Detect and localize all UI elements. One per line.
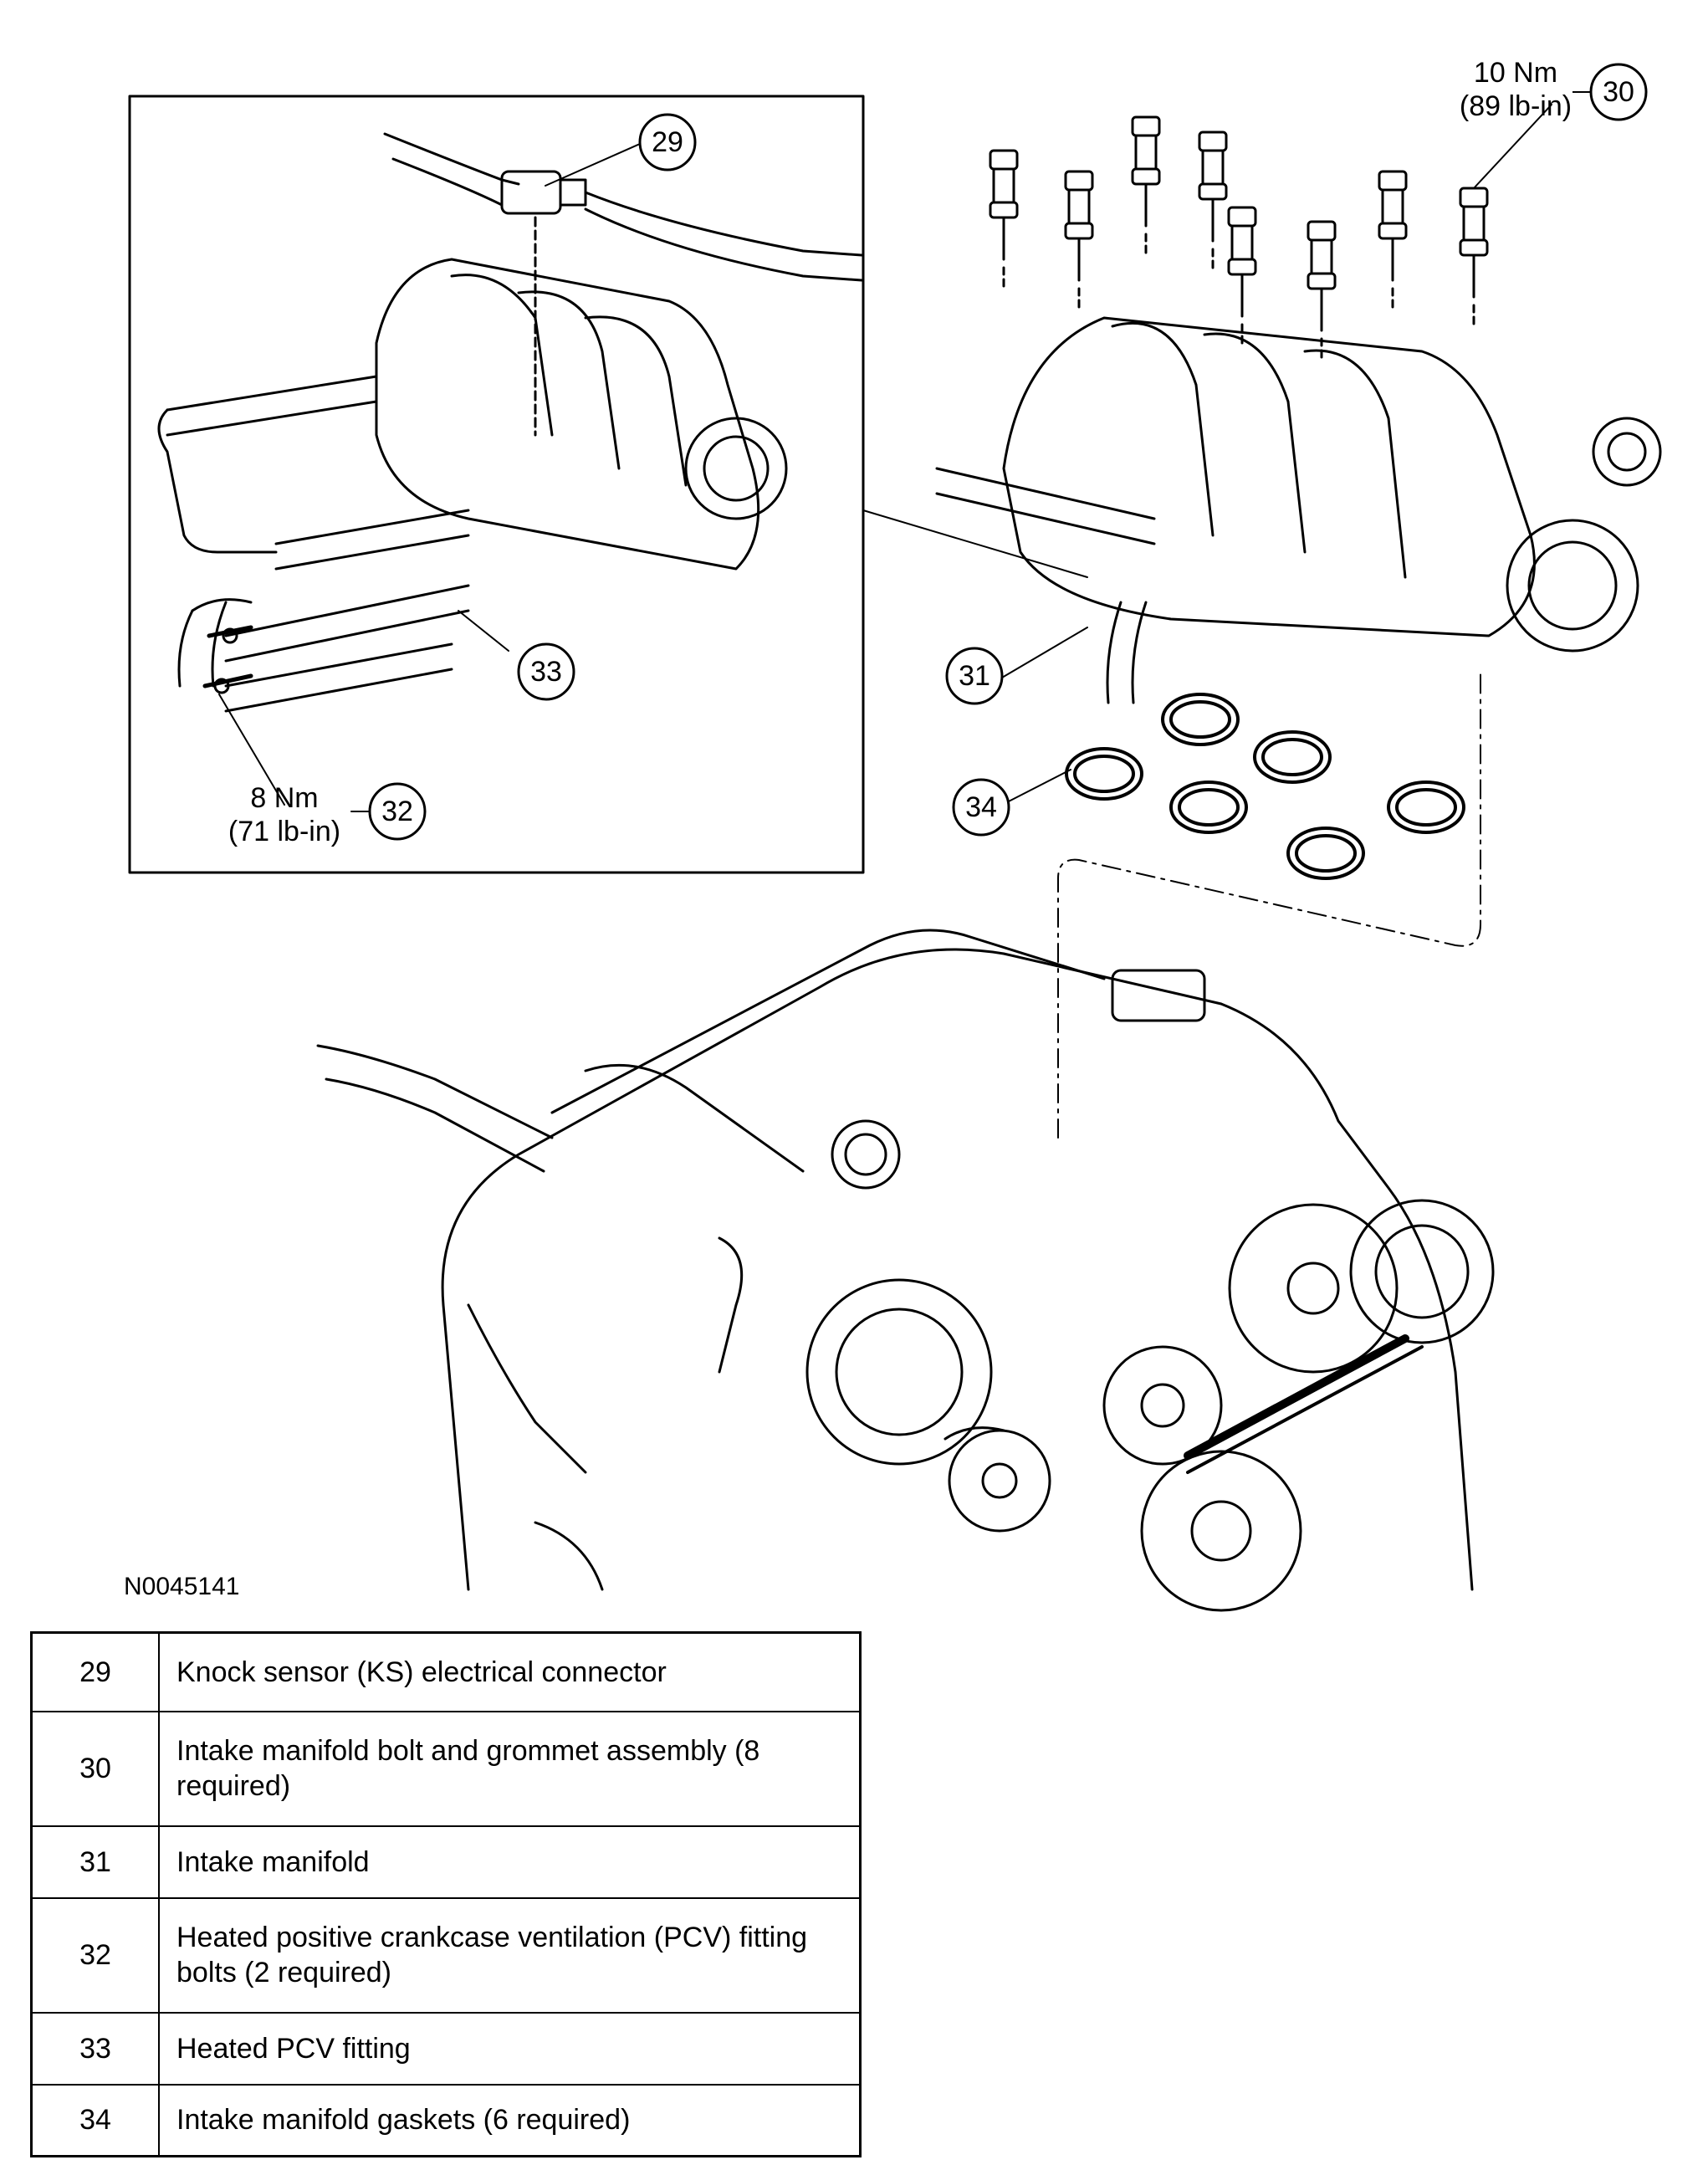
callout-29: 29 [652, 126, 683, 158]
legend-desc: Intake manifold bolt and grommet assembl… [158, 1710, 862, 1827]
inset-manifold-drawing [157, 258, 788, 688]
callout-31: 31 [959, 660, 990, 692]
legend-row: 33 Heated PCV fitting [30, 2011, 862, 2086]
callout-32-circle [368, 782, 427, 841]
torque-30-nm: 10 Nm [1474, 57, 1557, 89]
callout-29-circle [638, 113, 697, 171]
legend-desc: Intake manifold [158, 1825, 862, 1899]
callout-32: 32 [381, 796, 413, 827]
torque-32-lbin: (71 lb-in) [228, 816, 340, 847]
legend-row: 32 Heated positive crankcase ventilation… [30, 1896, 862, 2014]
detail-inset-frame [128, 95, 865, 874]
pcv-fitting-drawing [202, 584, 470, 713]
intake-bolts-drawing [989, 115, 1489, 361]
callout-33-circle [517, 642, 575, 701]
legend-num: 31 [30, 1825, 160, 1899]
legend-desc: Heated positive crankcase ventilation (P… [158, 1896, 862, 2014]
callout-30: 30 [1603, 76, 1634, 108]
callout-31-circle [945, 647, 1004, 705]
knock-sensor-connector-drawing [383, 132, 863, 437]
exploded-view-illustration: 29 30 31 32 33 34 10 Nm (89 lb-in) 8 Nm … [128, 57, 1662, 1612]
intake-gaskets-drawing [1065, 693, 1465, 880]
callout-33: 33 [530, 656, 562, 688]
legend-num: 29 [30, 1631, 160, 1712]
engine-block-drawing [316, 929, 1495, 1612]
legend-row: 31 Intake manifold [30, 1825, 862, 1899]
legend-desc: Knock sensor (KS) electrical connector [158, 1631, 862, 1712]
figure-id: N0045141 [124, 1573, 240, 1600]
torque-30-lbin: (89 lb-in) [1460, 90, 1572, 122]
legend-num: 32 [30, 1896, 160, 2014]
callout-34: 34 [965, 791, 997, 823]
intake-manifold-drawing [935, 316, 1662, 704]
legend-row: 29 Knock sensor (KS) electrical connecto… [30, 1631, 862, 1712]
legend-num: 33 [30, 2011, 160, 2086]
torque-32-nm: 8 Nm [250, 782, 318, 814]
legend-desc: Heated PCV fitting [158, 2011, 862, 2086]
legend-num: 34 [30, 2083, 160, 2157]
legend-row: 30 Intake manifold bolt and grommet asse… [30, 1710, 862, 1827]
callout-34-circle [952, 778, 1010, 837]
legend-table: 29 Knock sensor (KS) electrical connecto… [30, 1631, 862, 2157]
legend-row: 34 Intake manifold gaskets (6 required) [30, 2083, 862, 2157]
legend-desc: Intake manifold gaskets (6 required) [158, 2083, 862, 2157]
legend-num: 30 [30, 1710, 160, 1827]
